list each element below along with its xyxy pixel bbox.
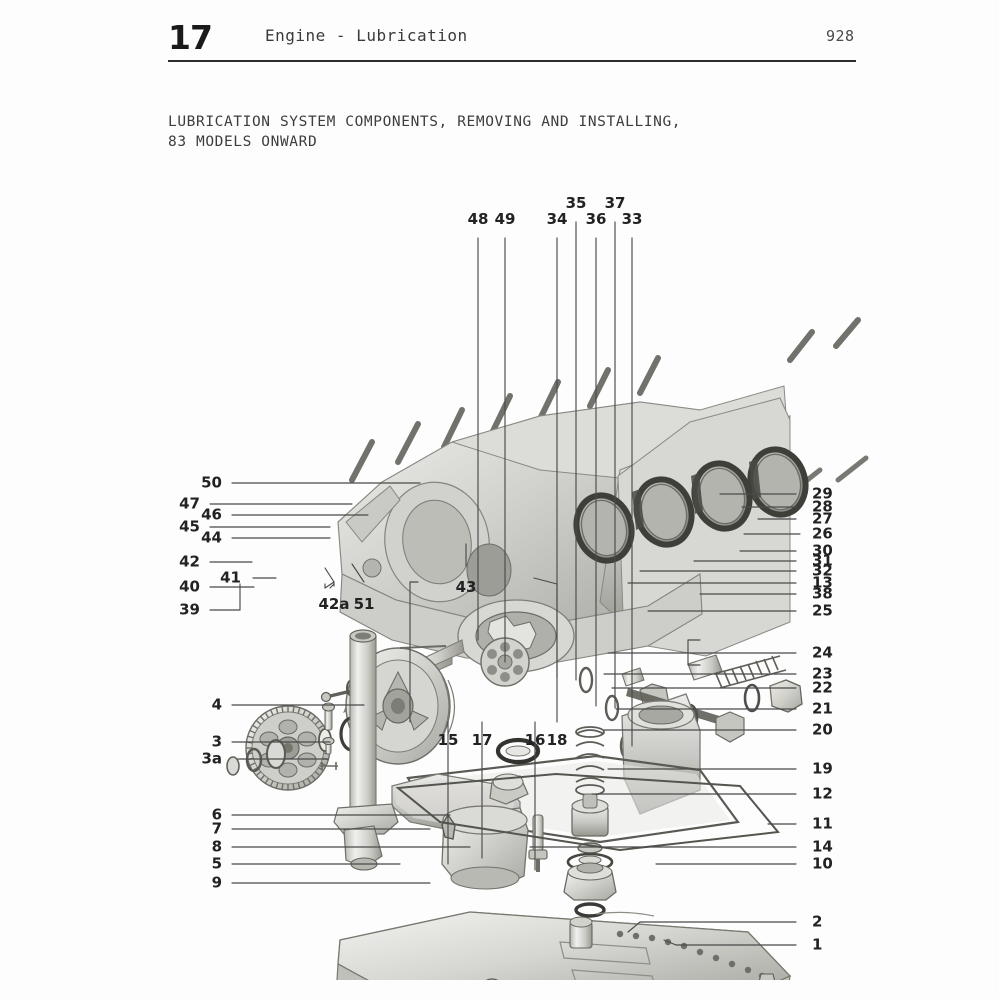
washer-39: [226, 756, 240, 776]
callout-27: 27: [812, 509, 833, 528]
chapter-number: 17: [168, 18, 213, 57]
callout-33: 33: [621, 210, 643, 228]
callout-32: 32: [812, 561, 833, 580]
callout-47: 47: [179, 494, 200, 513]
cylinder-bores: [573, 446, 809, 564]
callout-16: 16: [524, 731, 546, 749]
callout-5: 5: [211, 854, 222, 873]
callout-37: 37: [604, 194, 626, 212]
callout-24: 24: [812, 643, 833, 662]
callout-39: 39: [179, 600, 200, 619]
callout-36: 36: [585, 210, 607, 228]
oil-pump-assembly: [391, 737, 548, 890]
callout-44: 44: [201, 528, 222, 547]
leader-lines: [209, 221, 801, 946]
callout-13: 13: [812, 573, 833, 592]
callout-20: 20: [812, 720, 833, 739]
page-number: 928: [826, 27, 855, 45]
callout-8: 8: [211, 837, 222, 856]
callout-21: 21: [812, 699, 833, 718]
callout-43: 43: [455, 578, 477, 596]
callout-49: 49: [494, 210, 516, 228]
ring-40: [245, 747, 263, 773]
callout-11: 11: [812, 814, 833, 833]
callout-45: 45: [179, 517, 200, 536]
callout-29: 29: [812, 484, 833, 503]
callout-26: 26: [812, 524, 833, 543]
dipstick-tube-group: [320, 629, 399, 871]
callout-30: 30: [812, 541, 833, 560]
page-title: Engine - Lubrication: [265, 26, 468, 45]
o-ring-18: [495, 737, 541, 765]
relief-spring-28: [713, 655, 787, 689]
callout-23: 23: [812, 664, 833, 683]
callout-19: 19: [812, 759, 833, 778]
callout-3: 3: [211, 732, 222, 751]
toothed-sprocket-42: [245, 705, 331, 791]
callout-15: 15: [437, 731, 459, 749]
oil-pan-illustration: [336, 772, 792, 980]
bolt-3a: [320, 736, 338, 770]
relief-piston-24: [571, 793, 609, 837]
callout-1: 1: [812, 935, 823, 954]
pan-stud-12: [569, 916, 593, 949]
callout-51: 51: [353, 595, 375, 613]
relief-body-21: [563, 862, 617, 901]
callout-4: 4: [211, 695, 222, 714]
section-heading-line-1: LUBRICATION SYSTEM COMPONENTS, REMOVING …: [168, 114, 682, 130]
callout-6: 6: [211, 805, 222, 824]
callout-17: 17: [471, 731, 493, 749]
callout-50: 50: [201, 473, 222, 492]
engine-block-illustration: [337, 317, 869, 844]
callout-18: 18: [546, 731, 568, 749]
callout-31: 31: [812, 551, 833, 570]
callout-38: 38: [812, 584, 833, 603]
callout-35: 35: [565, 194, 587, 212]
callout-10: 10: [812, 854, 833, 873]
o-ring-20: [574, 902, 606, 918]
callout-46: 46: [201, 505, 222, 524]
drive-pulley-group: [226, 645, 456, 791]
callout-3a: 3a: [201, 749, 222, 768]
callout-14: 14: [812, 837, 833, 856]
section-heading-line-2: 83 MODELS ONWARD: [168, 134, 318, 150]
pan-bolt-11: [758, 973, 776, 980]
callout-22: 22: [812, 678, 833, 697]
callout-2: 2: [812, 912, 823, 931]
dipstick-tube-4: [333, 629, 399, 871]
callout-42a: 42a: [318, 595, 350, 613]
callout-25: 25: [812, 601, 833, 620]
plug-26: [769, 679, 803, 713]
callout-40: 40: [179, 577, 200, 596]
callout-41: 41: [220, 568, 241, 587]
callout-48: 48: [467, 210, 489, 228]
page-header: 17 Engine - Lubrication 928: [0, 0, 999, 70]
header-rule: [168, 60, 856, 62]
washer-41: [266, 739, 286, 769]
callout-28: 28: [812, 497, 833, 516]
callout-34: 34: [546, 210, 568, 228]
callout-9: 9: [211, 873, 222, 892]
pan-bosses: [485, 978, 499, 980]
callout-7: 7: [211, 819, 222, 838]
oil-pan-bolt-holes: [616, 930, 766, 980]
callout-42: 42: [179, 552, 200, 571]
section-heading: LUBRICATION SYSTEM COMPONENTS, REMOVING …: [168, 112, 808, 152]
callout-12: 12: [812, 784, 833, 803]
diagram-artwork: [209, 221, 869, 980]
